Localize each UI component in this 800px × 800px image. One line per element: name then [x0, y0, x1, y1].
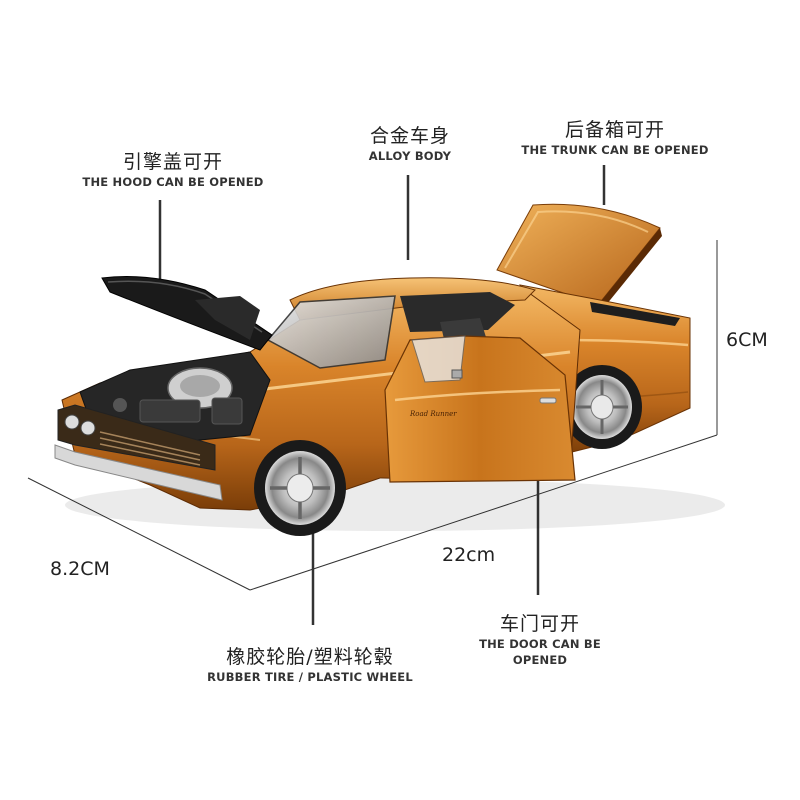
- hood-callout-en: THE HOOD CAN BE OPENED: [82, 175, 264, 189]
- trunk-callout-en: THE TRUNK CAN BE OPENED: [521, 143, 709, 157]
- door-script: Road Runner: [409, 410, 457, 418]
- headlight-left-inner: [80, 420, 96, 436]
- callout-lines: [158, 165, 606, 625]
- windshield: [266, 295, 396, 369]
- front-bumper: [54, 444, 223, 501]
- trunk-callout: 后备箱可开 THE TRUNK CAN BE OPENED: [520, 118, 710, 158]
- dimension-lines: [27, 240, 718, 591]
- headlight-left-outer: [64, 414, 80, 430]
- trunk-callout-cn: 后备箱可开: [564, 119, 665, 141]
- side-window: [400, 292, 515, 332]
- trunk-opening: [590, 302, 680, 326]
- body-callout-en: ALLOY BODY: [368, 149, 452, 163]
- length-dimension-label: 22cm: [442, 544, 496, 566]
- door-callout-en: THE DOOR CAN BE OPENED: [479, 637, 601, 667]
- door: Road Runner: [384, 335, 576, 483]
- door-handle: [539, 397, 557, 404]
- width-line: [27, 477, 251, 591]
- front-grille: [54, 404, 223, 501]
- door-callout: 车门可开 THE DOOR CAN BE OPENED: [450, 612, 630, 668]
- height-dimension-label: 6CM: [726, 329, 768, 351]
- width-dimension-label: 8.2CM: [50, 558, 110, 580]
- body-callout-cn: 合金车身: [369, 125, 450, 147]
- door-callout-cn: 车门可开: [499, 613, 580, 635]
- length-line: [249, 434, 718, 591]
- rear-wheel: [562, 365, 642, 449]
- tire-callout-cn: 橡胶轮胎/塑料轮毂: [226, 646, 394, 668]
- trunk-lid: [496, 203, 662, 310]
- front-wheel: [254, 440, 346, 536]
- side-mirror: [451, 369, 463, 379]
- tire-callout-en: RUBBER TIRE / PLASTIC WHEEL: [207, 670, 413, 684]
- hood-callout-cn: 引擎盖可开: [122, 151, 223, 173]
- tire-callout: 橡胶轮胎/塑料轮毂 RUBBER TIRE / PLASTIC WHEEL: [200, 645, 420, 685]
- hood: [101, 276, 273, 351]
- body-callout: 合金车身 ALLOY BODY: [340, 124, 480, 164]
- hood-callout: 引擎盖可开 THE HOOD CAN BE OPENED: [78, 150, 268, 190]
- engine-block: [139, 399, 201, 423]
